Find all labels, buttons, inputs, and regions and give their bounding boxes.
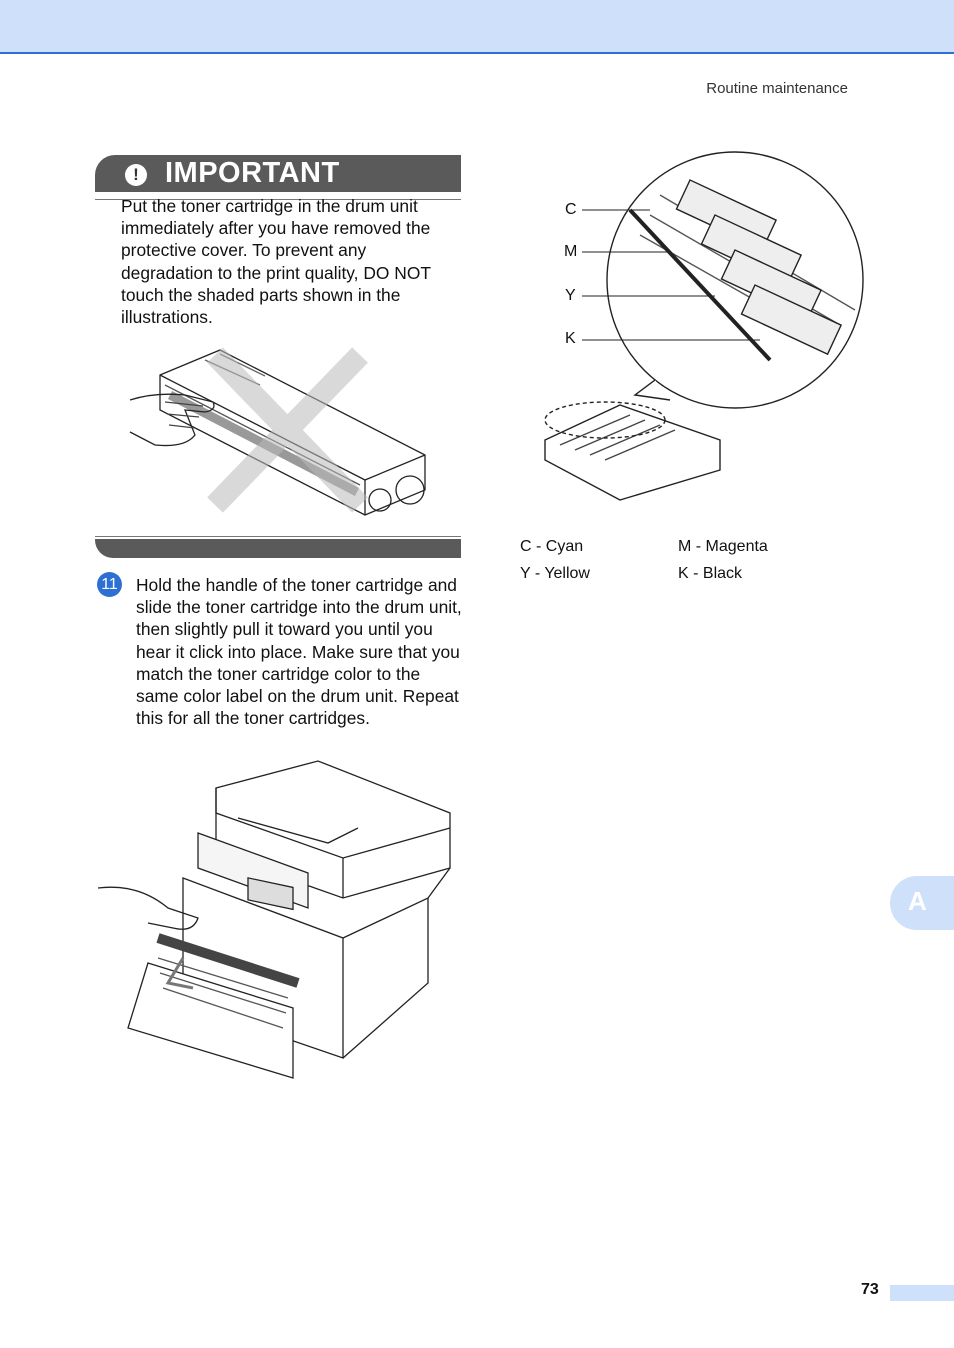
important-bottom-divider xyxy=(95,536,461,537)
important-footer xyxy=(95,539,461,558)
callout-k: K xyxy=(565,330,576,347)
step-instruction-text: Hold the handle of the toner cartridge a… xyxy=(136,575,462,729)
page-number-bar xyxy=(890,1285,954,1301)
drum-unit-illustration xyxy=(544,151,864,501)
top-header-bar xyxy=(0,0,954,54)
toner-cartridge-illustration xyxy=(129,347,426,516)
important-title: IMPORTANT xyxy=(165,157,340,189)
important-divider xyxy=(95,199,461,200)
legend-yellow: Y - Yellow xyxy=(520,565,590,582)
callout-y: Y xyxy=(565,287,576,304)
appendix-tab: A xyxy=(890,876,954,930)
page-number: 73 xyxy=(861,1281,879,1298)
printer-illustration xyxy=(98,760,451,1079)
step-number-badge: 11 xyxy=(97,572,122,597)
section-title: Routine maintenance xyxy=(706,80,848,97)
appendix-tab-label: A xyxy=(908,886,927,916)
callout-c: C xyxy=(565,201,577,218)
legend-black: K - Black xyxy=(678,565,743,582)
legend-magenta: M - Magenta xyxy=(678,538,768,555)
callout-lines xyxy=(582,209,760,341)
callout-m: M xyxy=(564,243,578,260)
important-header: ! IMPORTANT xyxy=(95,155,461,192)
exclamation-icon: ! xyxy=(125,164,147,186)
important-text: Put the toner cartridge in the drum unit… xyxy=(121,196,431,328)
legend-cyan: C - Cyan xyxy=(520,538,584,555)
